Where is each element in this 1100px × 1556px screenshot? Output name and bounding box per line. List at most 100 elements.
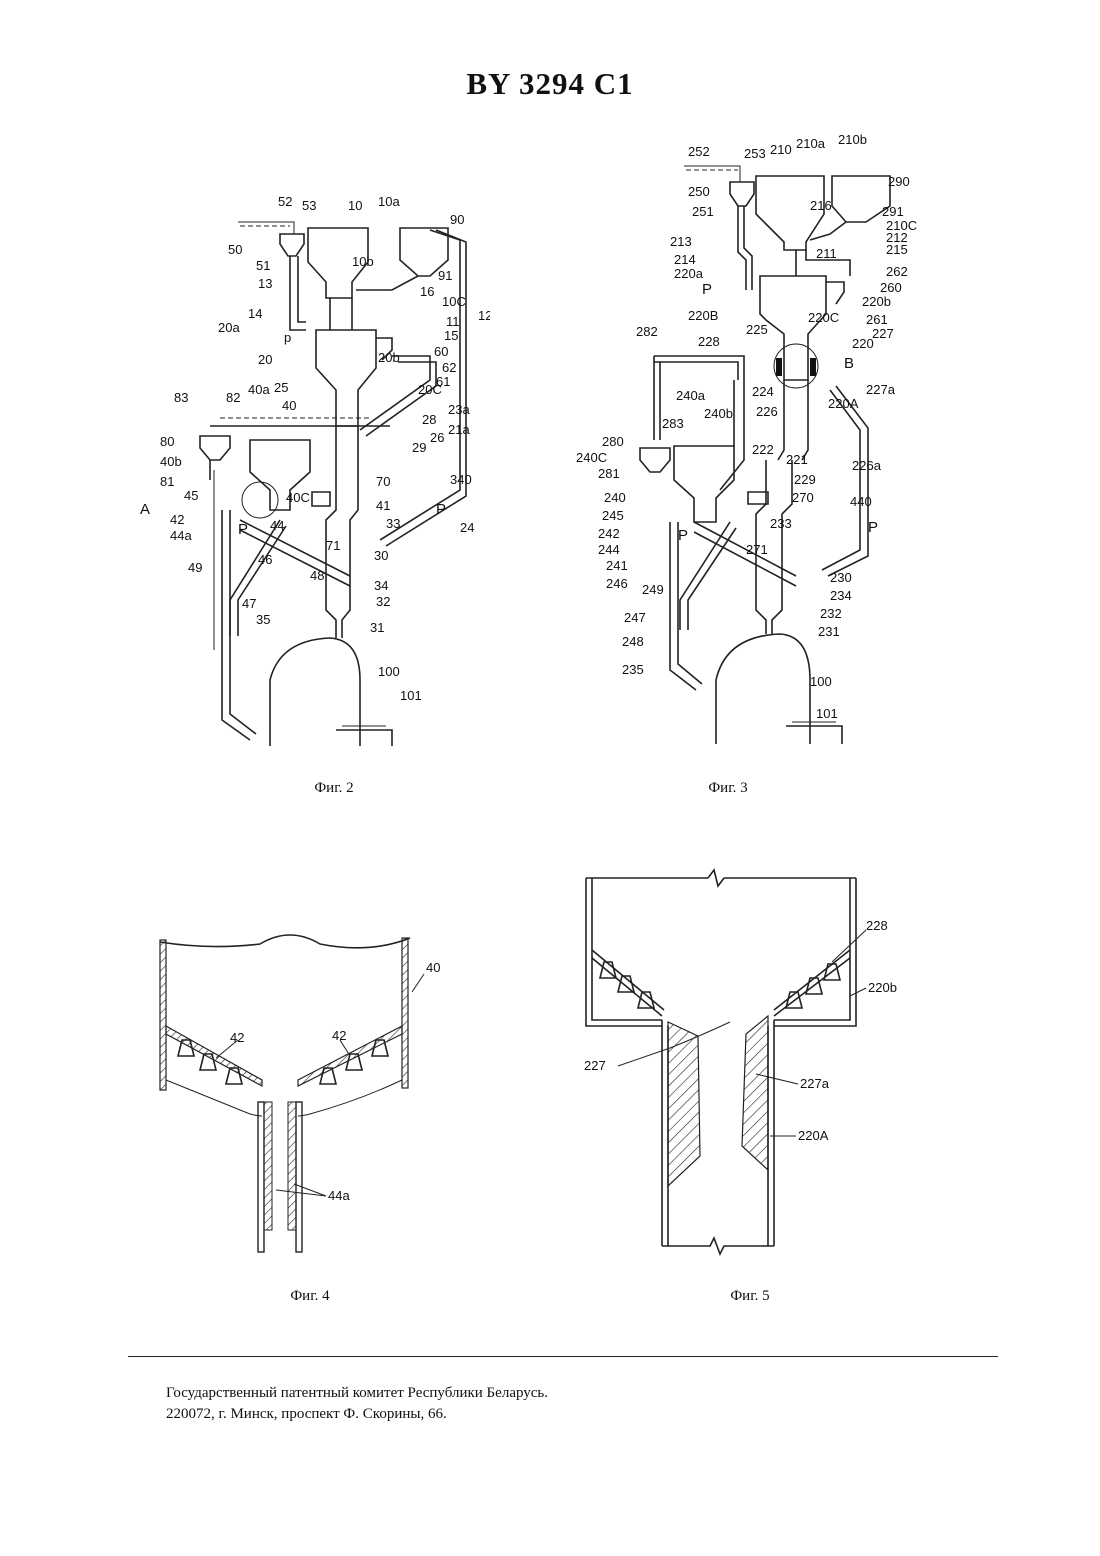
fig3-label: 244 xyxy=(598,542,620,557)
fig3-label: 241 xyxy=(606,558,628,573)
fig3-label: 221 xyxy=(786,452,808,467)
figure-5-svg: 228 220b 227 227a 220A xyxy=(560,866,920,1266)
fig2-label: 13 xyxy=(258,276,272,291)
figure-5-diagram: 228 220b 227 227a 220A xyxy=(560,866,920,1266)
fig3-label: 215 xyxy=(886,242,908,257)
fig2-label: 101 xyxy=(400,688,422,703)
fig2-label: 44a xyxy=(170,528,192,543)
fig2-label: 28 xyxy=(422,412,436,427)
fig3-label: 227a xyxy=(866,382,896,397)
fig2-label: 32 xyxy=(376,594,390,609)
fig3-label: 282 xyxy=(636,324,658,339)
fig2-label: 51 xyxy=(256,258,270,273)
fig2-label: 40b xyxy=(160,454,182,469)
figure-3-caption: Фиг. 3 xyxy=(668,780,788,797)
fig2-label: 90 xyxy=(450,212,464,227)
fig3-label: 260 xyxy=(880,280,902,295)
fig3-label: 262 xyxy=(886,264,908,279)
fig5-label: 227 xyxy=(584,1058,606,1073)
fig3-label: 210 xyxy=(770,142,792,157)
fig3-label: 231 xyxy=(818,624,840,639)
fig3-label: 252 xyxy=(688,144,710,159)
fig4-label: 42 xyxy=(332,1028,346,1043)
fig2-label: P xyxy=(238,521,248,538)
fig2-label: 62 xyxy=(442,360,456,375)
fig2-label: 16 xyxy=(420,284,434,299)
fig3-label: P xyxy=(678,527,688,544)
fig3-label: 220 xyxy=(852,336,874,351)
figure-3-diagram: 252 253 210 210a 210b 290 250 216 291 25… xyxy=(570,130,930,750)
fig2-label: 71 xyxy=(326,538,340,553)
fig3-label: 253 xyxy=(744,146,766,161)
fig3-label: 234 xyxy=(830,588,852,603)
fig3-label: 245 xyxy=(602,508,624,523)
fig2-label: 25 xyxy=(274,380,288,395)
figure-2-caption: Фиг. 2 xyxy=(274,780,394,797)
fig3-label: 220b xyxy=(862,294,891,309)
fig2-label: 91 xyxy=(438,268,452,283)
fig2-label: 47 xyxy=(242,596,256,611)
fig2-label: 29 xyxy=(412,440,426,455)
fig3-label: 229 xyxy=(794,472,816,487)
fig3-label: 251 xyxy=(692,204,714,219)
figure-5-caption: Фиг. 5 xyxy=(690,1288,810,1305)
fig3-label: 224 xyxy=(752,384,774,399)
fig2-label: 70 xyxy=(376,474,390,489)
fig2-label: 20b xyxy=(378,350,400,365)
fig5-label: 228 xyxy=(866,918,888,933)
fig3-label: 216 xyxy=(810,198,832,213)
fig2-label: 42 xyxy=(170,512,184,527)
fig4-label: 44a xyxy=(328,1188,350,1203)
fig2-label: 23a xyxy=(448,402,470,417)
fig2-label: 15 xyxy=(444,328,458,343)
fig3-label: 230 xyxy=(830,570,852,585)
fig3-label: 240C xyxy=(576,450,607,465)
fig4-label: 40 xyxy=(426,960,440,975)
fig3-label: 283 xyxy=(662,416,684,431)
fig3-label: 249 xyxy=(642,582,664,597)
fig2-label: 20 xyxy=(258,352,272,367)
fig3-label: 100 xyxy=(810,674,832,689)
fig2-label: 50 xyxy=(228,242,242,257)
fig2-label: 40a xyxy=(248,382,270,397)
fig2-label: 14 xyxy=(248,306,262,321)
fig2-label: 12 xyxy=(478,308,490,323)
fig2-label: 52 xyxy=(278,194,292,209)
fig2-label: 26 xyxy=(430,430,444,445)
fig3-label: B xyxy=(844,355,854,372)
fig3-label: 281 xyxy=(598,466,620,481)
fig2-label: 83 xyxy=(174,390,188,405)
fig3-label: 290 xyxy=(888,174,910,189)
document-number: BY 3294 C1 xyxy=(0,66,1100,102)
fig3-label: 240b xyxy=(704,406,733,421)
fig3-label: P xyxy=(868,519,878,536)
fig3-label: 248 xyxy=(622,634,644,649)
fig3-label: 232 xyxy=(820,606,842,621)
footer: Государственный патентный комитет Респуб… xyxy=(166,1383,548,1425)
fig3-label: 242 xyxy=(598,526,620,541)
fig3-label: 101 xyxy=(816,706,838,721)
fig2-label: 81 xyxy=(160,474,174,489)
fig2-label: 80 xyxy=(160,434,174,449)
fig3-label: 291 xyxy=(882,204,904,219)
fig3-label: 220C xyxy=(808,310,839,325)
fig3-label: 246 xyxy=(606,576,628,591)
fig3-label: 233 xyxy=(770,516,792,531)
fig3-label: 261 xyxy=(866,312,888,327)
fig2-label: 30 xyxy=(374,548,388,563)
fig3-label: 210b xyxy=(838,132,867,147)
figure-4-diagram: 40 42 42 44a xyxy=(150,930,460,1260)
fig5-label: 220b xyxy=(868,980,897,995)
fig2-label: 46 xyxy=(258,552,272,567)
footer-divider xyxy=(128,1356,998,1357)
fig2-label: 40 xyxy=(282,398,296,413)
fig3-label: P xyxy=(702,281,712,298)
fig2-label: 48 xyxy=(310,568,324,583)
fig3-label: 280 xyxy=(602,434,624,449)
fig2-label: 61 xyxy=(436,374,450,389)
fig3-label: 270 xyxy=(792,490,814,505)
fig2-label: 10C xyxy=(442,294,466,309)
fig3-label: 213 xyxy=(670,234,692,249)
fig2-label: 45 xyxy=(184,488,198,503)
fig2-label: P xyxy=(436,501,446,518)
